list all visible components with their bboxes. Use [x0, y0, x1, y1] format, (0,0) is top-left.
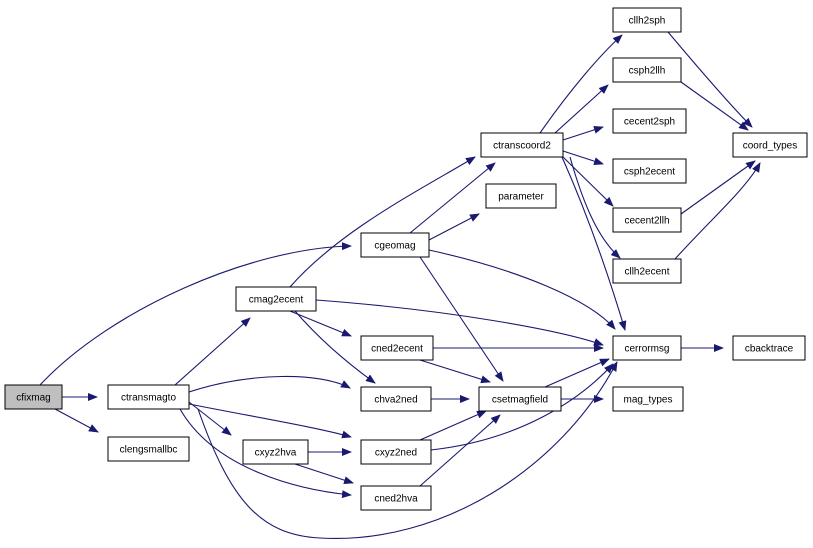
node-label: mag_types	[624, 395, 673, 406]
node-label: cned2ecent	[371, 344, 423, 355]
node-label: cxyz2ned	[375, 448, 417, 459]
edge-ctranscoord2-to-cecent2sph	[562, 125, 604, 141]
node-label: csetmagfield	[492, 395, 548, 406]
node-label: csph2ecent	[624, 167, 675, 178]
node-label: cerrormsg	[624, 344, 669, 355]
node-label: ctransmagto	[121, 393, 176, 404]
edges	[39, 31, 761, 539]
node-label: chva2ned	[374, 395, 417, 406]
node-label: cxyz2hva	[255, 448, 297, 459]
node-parameter[interactable]: parameter	[485, 183, 557, 209]
edge-cfixmag-to-clengsmallbc	[54, 408, 99, 433]
node-label: cbacktrace	[745, 344, 794, 355]
node-label: csph2llh	[629, 66, 666, 77]
node-clengsmallbc[interactable]: clengsmallbc	[107, 436, 190, 462]
edge-ctransmagto-to-cxyz2ned	[188, 403, 352, 439]
node-mag-types[interactable]: mag_types	[612, 386, 684, 412]
node-cllh2ecent[interactable]: cllh2ecent	[612, 258, 682, 284]
node-ctranscoord2[interactable]: ctranscoord2	[480, 132, 564, 158]
edge-cxyz2hva-to-cned2hva	[294, 463, 354, 484]
node-cmag2ecent[interactable]: cmag2ecent	[235, 286, 317, 312]
edge-cllh2sph-to-coord_types	[667, 31, 753, 128]
edge-ctransmagto-to-chva2ned	[188, 375, 351, 393]
edge-ctransmagto-to-cned2hva	[179, 408, 352, 499]
node-cecent2llh[interactable]: cecent2llh	[612, 207, 682, 233]
node-label: clengsmallbc	[120, 445, 178, 456]
node-label: coord_types	[743, 141, 797, 152]
edge-cecent2llh-to-coord_types	[680, 160, 756, 215]
node-label: cfixmag	[16, 393, 50, 404]
node-label: parameter	[498, 192, 544, 203]
node-label: cecent2llh	[624, 216, 669, 227]
node-label: cgeomag	[374, 241, 415, 252]
edge-cmag2ecent-to-chva2ned	[294, 310, 376, 384]
node-csetmagfield[interactable]: csetmagfield	[478, 386, 562, 412]
node-cerrormsg[interactable]: cerrormsg	[612, 335, 682, 361]
edge-cllh2ecent-to-coord_types	[674, 162, 761, 260]
edge-csetmagfield-to-cerrormsg	[544, 358, 610, 388]
node-label: cmag2ecent	[249, 295, 304, 306]
node-label: cecent2sph	[624, 117, 675, 128]
edge-cmag2ecent-to-cerrormsg	[315, 299, 604, 346]
node-cxyz2hva[interactable]: cxyz2hva	[242, 439, 309, 465]
edge-ctranscoord2-to-cllh2sph	[539, 34, 623, 134]
node-csph2llh[interactable]: csph2llh	[612, 57, 682, 83]
edge-cmag2ecent-to-ctranscoord2	[289, 156, 476, 288]
edge-cfixmag-to-cgeomag	[39, 242, 352, 386]
node-label: cned2hva	[374, 494, 418, 505]
node-label: ctranscoord2	[493, 141, 551, 152]
edge-ctransmagto-to-cerrormsg	[197, 361, 618, 539]
nodes: cfixmag ctransmagto clengsmallbc cmag2ecent…	[4, 7, 808, 511]
node-label: cllh2sph	[629, 16, 666, 27]
edge-ctransmagto-to-cmag2ecent	[174, 317, 251, 386]
node-cbacktrace[interactable]: cbacktrace	[732, 335, 806, 361]
edge-cgeomag-to-cerrormsg	[428, 249, 616, 330]
edge-csph2llh-to-coord_types	[680, 81, 749, 131]
edge-ctranscoord2-to-csph2ecent	[562, 150, 604, 166]
node-cgeomag[interactable]: cgeomag	[360, 232, 430, 258]
node-chva2ned[interactable]: chva2ned	[360, 386, 432, 412]
node-cfixmag[interactable]: cfixmag	[4, 384, 63, 410]
edge-ctranscoord2-to-cllh2ecent	[569, 156, 621, 259]
edge-ctranscoord2-to-cerrormsg	[561, 156, 627, 331]
node-cllh2sph[interactable]: cllh2sph	[612, 7, 682, 33]
edge-cxyz2ned-to-csetmagfield	[419, 410, 487, 441]
node-label: cllh2ecent	[624, 267, 669, 278]
edge-cgeomag-to-parameter	[428, 213, 480, 241]
edge-cmag2ecent-to-cned2ecent	[289, 310, 352, 337]
edge-ctransmagto-to-cxyz2hva	[188, 401, 232, 436]
edge-ctranscoord2-to-csph2llh	[554, 84, 609, 134]
node-ctransmagto[interactable]: ctransmagto	[107, 384, 190, 410]
edge-cgeomag-to-ctranscoord2	[409, 162, 496, 234]
node-coord-types[interactable]: coord_types	[732, 132, 808, 158]
edge-ctranscoord2-to-cecent2llh	[562, 156, 614, 207]
node-cecent2sph[interactable]: cecent2sph	[612, 108, 687, 134]
node-cned2hva[interactable]: cned2hva	[360, 485, 432, 511]
node-cned2ecent[interactable]: cned2ecent	[360, 335, 434, 361]
node-csph2ecent[interactable]: csph2ecent	[612, 158, 687, 184]
edge-cxyz2ned-to-cerrormsg	[430, 363, 614, 451]
edge-cned2ecent-to-csetmagfield	[419, 359, 491, 384]
edge-cgeomag-to-csetmagfield	[419, 256, 504, 382]
node-cxyz2ned[interactable]: cxyz2ned	[360, 439, 432, 465]
edge-cned2hva-to-csetmagfield	[419, 414, 501, 487]
